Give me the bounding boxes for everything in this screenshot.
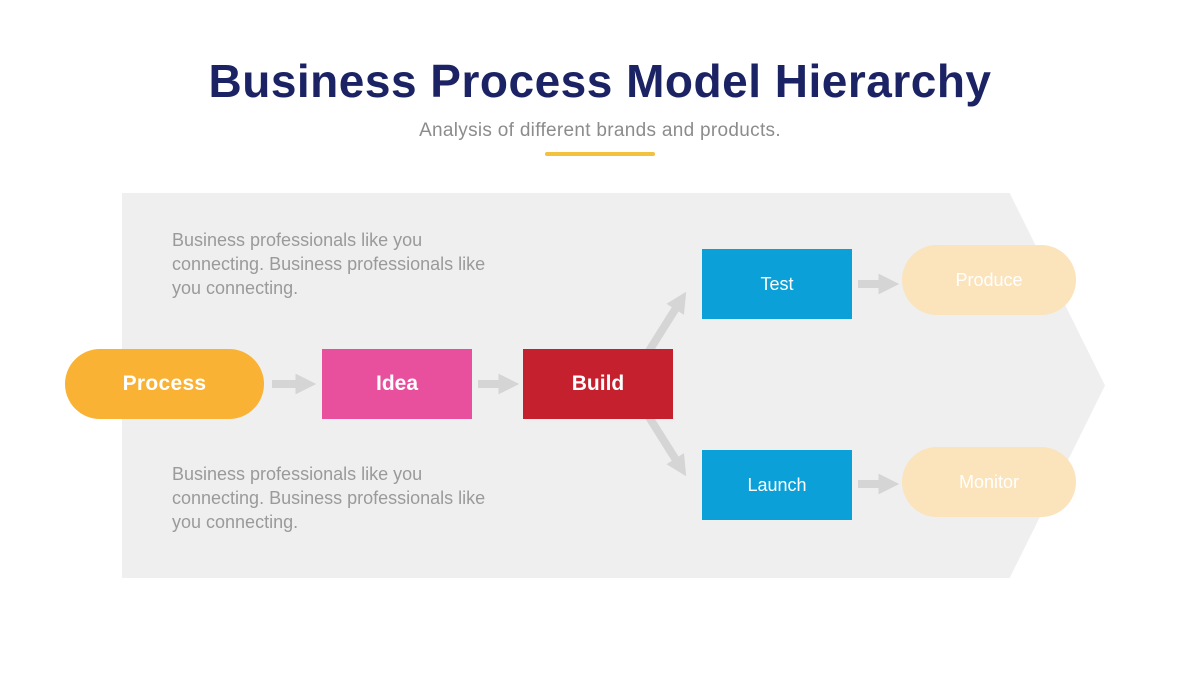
node-produce: Produce	[902, 245, 1076, 315]
description-bottom: Business professionals like you connecti…	[172, 464, 486, 532]
node-launch: Launch	[702, 450, 852, 520]
node-idea: Idea	[322, 349, 472, 419]
page-title: Business Process Model Hierarchy	[208, 55, 992, 107]
page-subtitle: Analysis of different brands and product…	[419, 120, 781, 141]
node-monitor: Monitor	[902, 447, 1076, 517]
node-process: Process	[65, 349, 264, 419]
description-top: Business professionals like you connecti…	[172, 230, 486, 298]
title-underline-accent	[545, 152, 655, 156]
node-test: Test	[702, 249, 852, 319]
node-build: Build	[523, 349, 673, 419]
